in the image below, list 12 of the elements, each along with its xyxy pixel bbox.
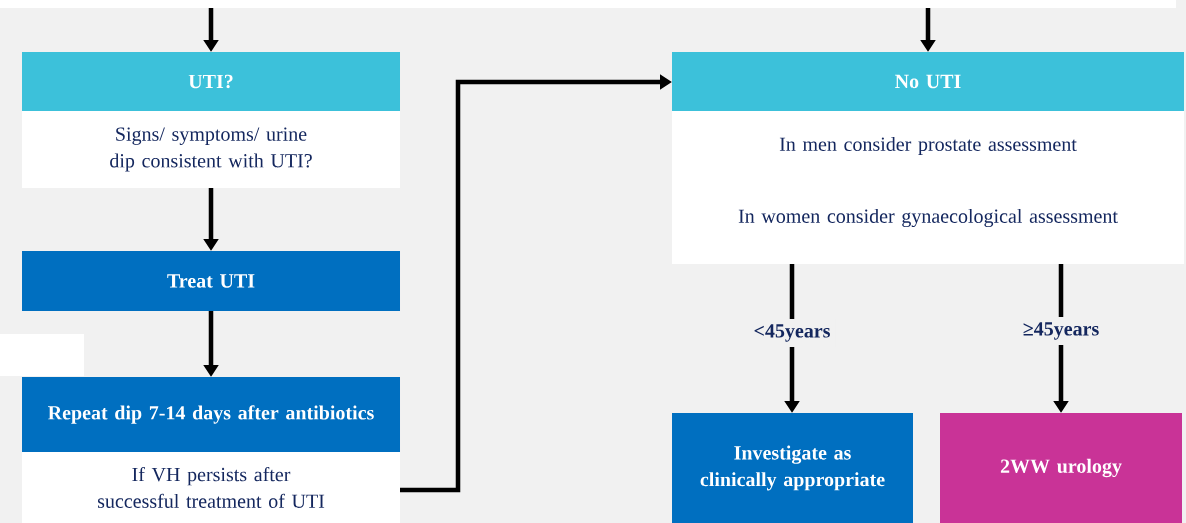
edge-label: ≥45years	[1017, 316, 1105, 346]
node-label: If VH persists after successful treatment of UTI	[97, 467, 325, 508]
flow-box: Investigate as clinically appropriate	[672, 413, 913, 523]
flow-box: Treat UTI	[22, 251, 400, 311]
node-label: UTI?	[188, 74, 233, 89]
flow-box: 2WW urology	[940, 413, 1182, 523]
panel-band	[0, 0, 1176, 8]
flow-box: UTI? Signs/ symptoms/ urine dip consistent with UTI?	[22, 52, 400, 188]
node-label: No UTI	[895, 74, 961, 89]
flow-box: No UTI In men consider prostate assessment In women consider gynaecological assessment	[672, 52, 1184, 264]
edge-label: <45years	[748, 318, 836, 348]
flow-box: Repeat dip 7-14 days after antibiotics If VH persists after successful treatment of UTI	[22, 377, 400, 523]
